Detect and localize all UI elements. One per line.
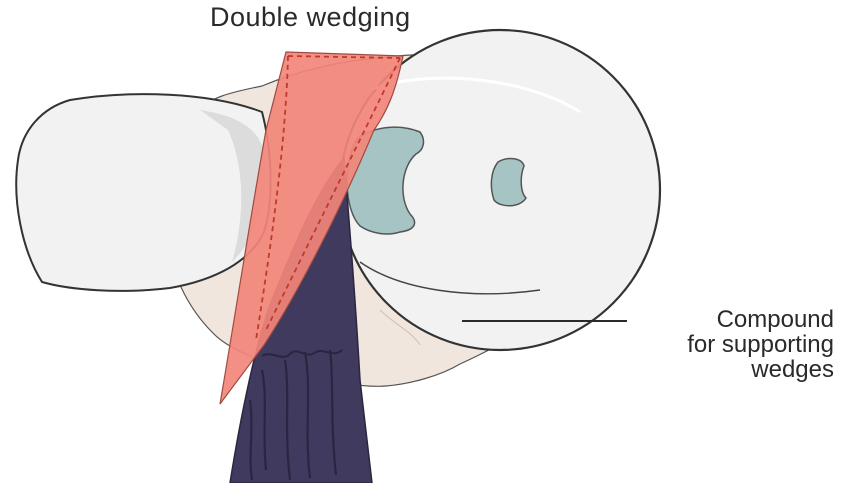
compound-label-line-3: wedges — [687, 357, 834, 382]
title-label: Double wedging — [210, 2, 411, 33]
restoration-occlusal — [491, 159, 526, 206]
compound-leader-line — [462, 320, 627, 322]
compound-label: Compound for supporting wedges — [687, 307, 834, 382]
compound-label-line-2: for supporting — [687, 332, 834, 357]
compound-label-line-1: Compound — [687, 307, 834, 332]
